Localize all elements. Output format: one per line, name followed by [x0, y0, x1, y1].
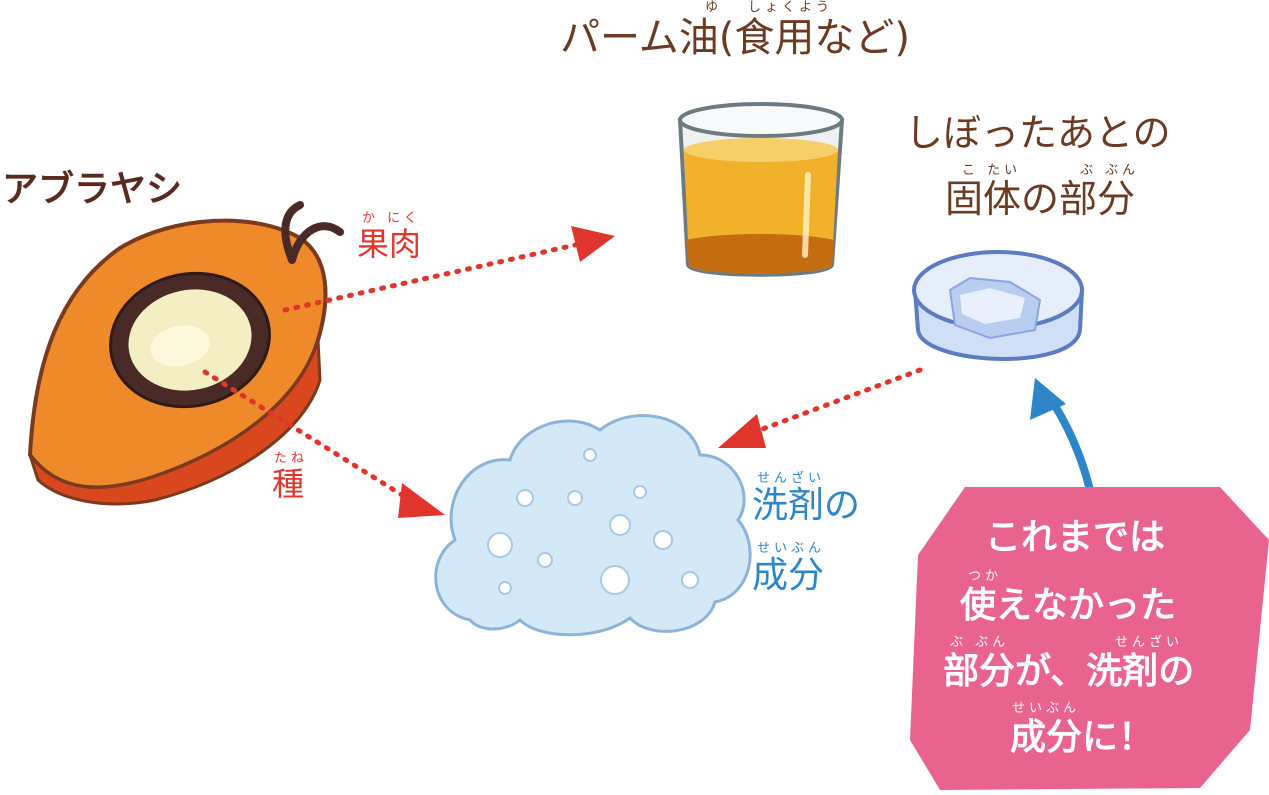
solid-part-label-line2: 固体の部分 — [945, 177, 1136, 221]
seed-label: 種 — [272, 465, 305, 503]
callout-ruby-bubun: ぶ ぶん — [950, 635, 1010, 650]
callout-ruby-tsuka: つか — [968, 569, 1003, 584]
petri-dish-icon — [912, 250, 1085, 361]
ruby-yu: ゆ — [705, 0, 723, 15]
callout-line3: 部分が、洗剤の — [943, 651, 1195, 692]
ruby-tane: たね — [274, 451, 309, 466]
oil-glass-icon — [677, 102, 845, 277]
arrow-head-flesh-to-oil — [571, 226, 615, 262]
callout-ruby-senzai: せんざい — [1115, 635, 1184, 650]
ruby-shokuyou: しょくよう — [748, 0, 834, 15]
arrow-head-seed-to-detergent — [398, 483, 445, 518]
detergent-label-line1: 洗剤の — [752, 485, 861, 526]
solid-part-label-line1: しぼったあとの — [905, 111, 1171, 155]
ruby-senzai: せんざい — [757, 471, 826, 486]
callout-line4: 成分に！ — [1010, 717, 1155, 758]
arrow-flesh-to-oil — [282, 242, 578, 313]
detergent-label-line2: 成分 — [752, 555, 825, 596]
arrow-head-solid-to-detergent — [718, 414, 766, 448]
ruby-kotai: こ たい — [962, 163, 1022, 178]
palm-fruit-icon — [27, 201, 344, 506]
callout-octagon — [910, 487, 1269, 790]
arrow-solid-to-detergent — [757, 367, 923, 433]
ruby-seibun: せいぶん — [757, 541, 826, 556]
foam-cloud-icon — [434, 414, 752, 637]
ruby-kaniku: か にく — [362, 211, 421, 226]
arrow-callout-to-dish — [1044, 391, 1094, 494]
oil-palm-label: アブラヤシ — [2, 169, 183, 210]
flow-arrows — [202, 226, 1094, 518]
arrow-seed-to-detergent — [202, 369, 413, 503]
palm-oil-label: パーム油(食用など) — [560, 15, 911, 61]
callout-line1: これまでは — [985, 517, 1166, 558]
ruby-bubun: ぶ ぶん — [1080, 163, 1140, 178]
arrow-head-callout-to-dish — [1030, 378, 1066, 420]
callout-line2: 使えなかった — [960, 585, 1177, 626]
callout-ruby-seibun: せいぶん — [1012, 701, 1081, 716]
flesh-label: 果肉 — [357, 225, 422, 263]
